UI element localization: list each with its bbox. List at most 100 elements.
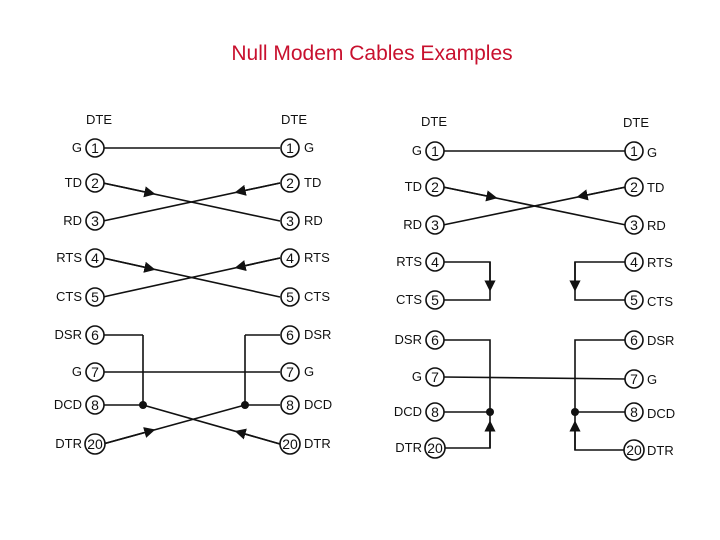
pin-label: CTS (396, 292, 422, 307)
pin-label: G (72, 364, 82, 379)
pin-label: TD (65, 175, 82, 190)
pin-number: 6 (286, 327, 294, 343)
pin-number: 5 (630, 292, 638, 308)
pin-label: RTS (647, 255, 673, 270)
junction-dot (241, 401, 249, 409)
pin-label: G (304, 140, 314, 155)
pin-number: 20 (282, 436, 298, 452)
arrow-rts-out (102, 257, 156, 273)
pin-label: RD (63, 213, 82, 228)
pin-label: G (304, 364, 314, 379)
pin-4: RTS 4 (56, 248, 105, 268)
arrow-td-in (234, 182, 281, 196)
pin-label: G (647, 372, 657, 387)
pin-label: RD (403, 217, 422, 232)
pin-3: RD 3 (63, 211, 105, 231)
arrow-td-in (576, 186, 627, 201)
diagram-1-header-right: DTE (281, 112, 307, 127)
pin-number: 6 (91, 327, 99, 343)
pin-number: 4 (630, 254, 638, 270)
pin-number: 2 (286, 175, 294, 191)
pin-label: TD (405, 179, 422, 194)
pin-label: CTS (56, 289, 82, 304)
pin-number: 8 (630, 404, 638, 420)
arrow-rts-in (234, 257, 281, 272)
pin-label: G (412, 369, 422, 384)
pin-number: 2 (91, 175, 99, 191)
pin-label: G (647, 145, 657, 160)
pin-number: 2 (630, 179, 638, 195)
page-title: Null Modem Cables Examples (231, 42, 513, 65)
pin-number: 20 (87, 436, 103, 452)
pin-label: TD (304, 175, 321, 190)
arrow-td-out (102, 182, 156, 198)
pin-number: 1 (431, 143, 439, 159)
pin-number: 8 (91, 397, 99, 413)
pin-number: 1 (286, 140, 294, 156)
pin-4: 4 RTS (624, 252, 673, 272)
diagram-2-wires (442, 150, 627, 451)
pin-number: 3 (91, 213, 99, 229)
pin-label: DTR (395, 440, 422, 455)
pin-number: 3 (286, 213, 294, 229)
junction-dot (571, 408, 579, 416)
junction-dot (486, 408, 494, 416)
pin-label: DCD (304, 397, 332, 412)
pin-label: CTS (304, 289, 330, 304)
pin-number: 8 (286, 397, 294, 413)
arrow-dtr-in (234, 428, 281, 445)
pin-number: 7 (286, 364, 294, 380)
pin-label: G (72, 140, 82, 155)
pin-label: DSR (647, 333, 674, 348)
pin-label: DSR (395, 332, 422, 347)
pin-label: DCD (54, 397, 82, 412)
pin-number: 4 (91, 250, 99, 266)
pin-number: 4 (286, 250, 294, 266)
pin-label: RTS (304, 250, 330, 265)
pin-label: DTR (647, 443, 674, 458)
arrow-td-out (442, 186, 498, 202)
junction-dot (139, 401, 147, 409)
pin-20: DTR 20 (55, 433, 106, 455)
pin-number: 1 (91, 140, 99, 156)
diagram-1-wires (102, 147, 281, 445)
pin-label: DTR (304, 436, 331, 451)
pin-number: 3 (630, 217, 638, 233)
pin-label: RTS (56, 250, 82, 265)
diagram-2-header-left: DTE (421, 114, 447, 129)
pin-number: 7 (431, 369, 439, 385)
pin-number: 5 (431, 292, 439, 308)
pin-label: RTS (396, 254, 422, 269)
arrow-dtr-out (102, 427, 156, 445)
pin-8: DCD 8 (54, 395, 105, 415)
pin-number: 5 (91, 289, 99, 305)
diagram-2-header-right: DTE (623, 115, 649, 130)
wire-dtr-dsr-dcd-right (574, 339, 626, 451)
diagram-1-header-left: DTE (86, 112, 112, 127)
pin-label: DCD (647, 406, 675, 421)
pin-number: 8 (431, 404, 439, 420)
pin-20: 20 DTR (279, 433, 331, 455)
wire-rts-cts-loop-left (443, 261, 491, 301)
pin-8: 8 DCD (624, 402, 675, 422)
pin-label: DTR (55, 436, 82, 451)
